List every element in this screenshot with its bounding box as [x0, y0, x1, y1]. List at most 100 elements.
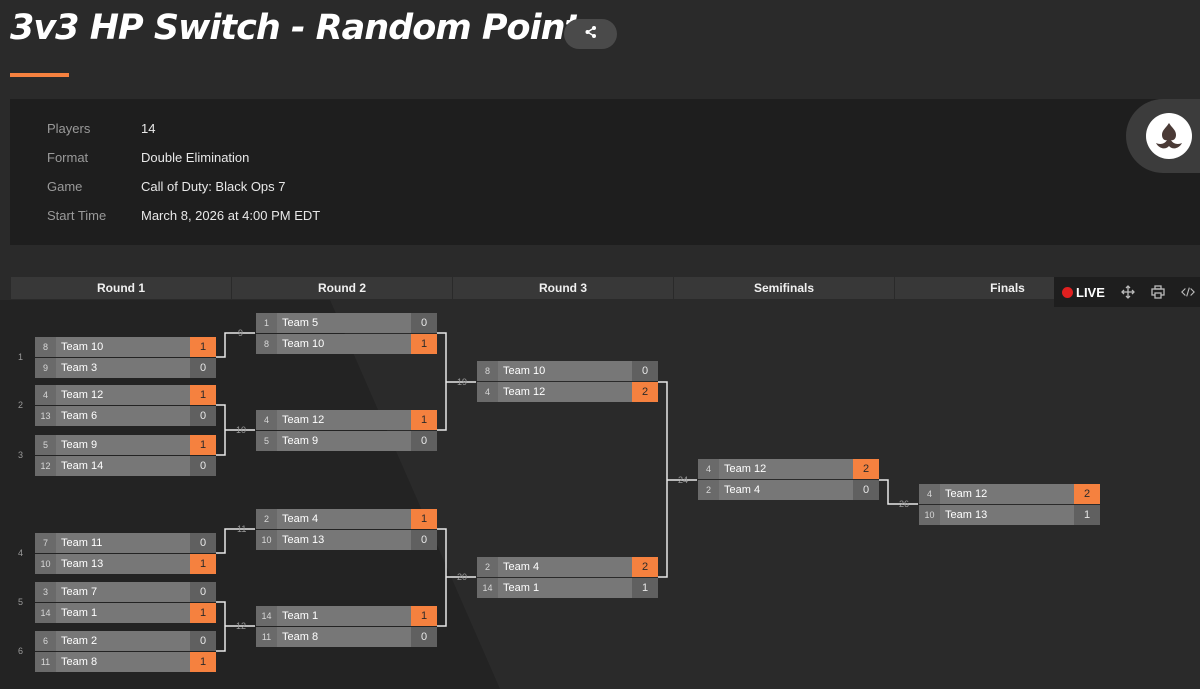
- team-name: Team 3: [61, 362, 98, 374]
- team-row[interactable]: 9 Team 3 0: [35, 358, 216, 378]
- match-number: 4: [18, 548, 24, 558]
- team-score: 1: [190, 652, 216, 672]
- print-icon[interactable]: [1151, 285, 1165, 299]
- round-header: Round 2: [232, 277, 453, 299]
- team-score: 1: [190, 603, 216, 623]
- team-seed: 8: [477, 361, 498, 381]
- team-name: Team 1: [282, 610, 319, 622]
- info-value: March 8, 2026 at 4:00 PM EDT: [141, 208, 321, 223]
- match-number: 2: [18, 400, 24, 410]
- team-seed: 13: [35, 406, 56, 426]
- move-icon[interactable]: [1120, 285, 1135, 299]
- team-score: 1: [1074, 505, 1100, 525]
- embed-code-icon[interactable]: [1180, 285, 1195, 299]
- team-score: 1: [411, 509, 437, 529]
- team-name: Team 12: [945, 488, 988, 500]
- tournament-info-panel: Players 14 Format Double Elimination Gam…: [10, 99, 1200, 245]
- team-name: Team 4: [724, 484, 761, 496]
- team-seed: 10: [35, 554, 56, 574]
- team-name: Team 5: [282, 317, 319, 329]
- match-number: 9: [238, 328, 244, 338]
- team-score: 0: [190, 456, 216, 476]
- match-number: 1: [18, 352, 24, 362]
- round-header: Semifinals: [674, 277, 895, 299]
- team-name: Team 10: [61, 341, 104, 353]
- live-dot-icon: [1062, 286, 1073, 298]
- team-score: 1: [411, 410, 437, 430]
- team-seed: 9: [35, 358, 56, 378]
- match-number: 26: [899, 499, 910, 509]
- team-name: Team 9: [282, 435, 319, 447]
- team-name: Team 13: [61, 558, 104, 570]
- live-button[interactable]: LIVE: [1062, 285, 1105, 300]
- team-name: Team 2: [61, 635, 98, 647]
- team-score: 1: [632, 578, 658, 598]
- info-key: Start Time: [47, 208, 107, 223]
- team-name: Team 11: [61, 537, 103, 549]
- team-score: 0: [190, 358, 216, 378]
- team-score: 1: [190, 337, 216, 357]
- team-name: Team 4: [503, 561, 540, 573]
- team-score: 0: [411, 431, 437, 451]
- team-seed: 7: [35, 533, 56, 553]
- team-name: Team 13: [282, 534, 325, 546]
- info-value: 14: [141, 121, 156, 136]
- match-number: 11: [237, 524, 247, 534]
- round-headers: Round 1 Round 2 Round 3 Semifinals Final…: [11, 277, 1200, 299]
- team-seed: 6: [35, 631, 56, 651]
- team-seed: 10: [919, 505, 940, 525]
- team-name: Team 8: [282, 631, 319, 643]
- match-number: 20: [457, 572, 468, 582]
- match-number: 19: [457, 377, 468, 387]
- team-name: Team 7: [61, 586, 98, 598]
- organizer-avatar[interactable]: [1126, 99, 1200, 173]
- team-seed: 5: [35, 435, 56, 455]
- live-label: LIVE: [1076, 284, 1105, 300]
- team-score: 0: [190, 406, 216, 426]
- team-seed: 14: [256, 606, 277, 626]
- team-score: 2: [632, 557, 658, 577]
- share-button[interactable]: [564, 19, 617, 49]
